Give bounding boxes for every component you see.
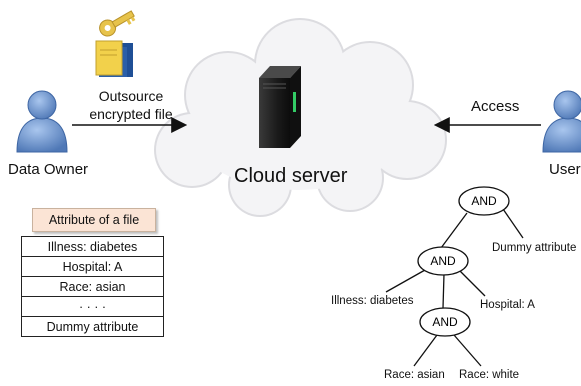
attribute-row: Race: asian	[21, 276, 164, 297]
outsource-label-line2: encrypted file	[89, 106, 173, 122]
attribute-cell: · · · ·	[21, 296, 164, 317]
leaf-dummy-attribute: Dummy attribute	[492, 242, 577, 254]
attribute-cell: Illness: diabetes	[21, 236, 164, 257]
attribute-row: Hospital: A	[21, 256, 164, 277]
attribute-cell: Hospital: A	[21, 256, 164, 277]
attribute-row: Illness: diabetes	[21, 236, 164, 257]
user-label: User	[549, 161, 581, 178]
and-gate-root: AND	[458, 186, 510, 216]
attribute-cell: Dummy attribute	[21, 316, 164, 337]
cloud-shape	[154, 18, 447, 217]
encrypted-document-icon	[95, 40, 133, 77]
outsource-label: Outsource encrypted file	[72, 87, 190, 123]
cloud-server-label: Cloud server	[234, 165, 348, 187]
outsource-label-line1: Outsource	[98, 88, 164, 104]
server-icon	[259, 66, 301, 148]
attribute-cell: Race: asian	[21, 276, 164, 297]
leaf-race-asian: Race: asian	[384, 369, 445, 381]
key-icon	[99, 10, 136, 37]
policy-tree-edges	[385, 208, 524, 367]
svg-text:AND: AND	[430, 254, 456, 268]
server-led-icon	[293, 92, 296, 112]
leaf-hospital-a: Hospital: A	[480, 299, 535, 311]
attribute-row: Dummy attribute	[21, 316, 164, 337]
and-gate-bottom: AND	[419, 307, 471, 337]
attribute-table: Illness: diabetes Hospital: A Race: asia…	[21, 236, 164, 337]
svg-text:AND: AND	[471, 194, 497, 208]
svg-text:AND: AND	[432, 315, 458, 329]
attribute-row: · · · ·	[21, 296, 164, 317]
and-gate-middle: AND	[417, 246, 469, 276]
attribute-panel-header: Attribute of a file	[32, 208, 156, 232]
leaf-illness-diabetes: Illness: diabetes	[331, 295, 414, 307]
leaf-race-white: Race: white	[459, 369, 520, 381]
user-person-icon	[542, 90, 581, 153]
data-owner-person-icon	[16, 90, 68, 153]
data-owner-label: Data Owner	[8, 161, 89, 178]
access-label: Access	[471, 98, 520, 115]
